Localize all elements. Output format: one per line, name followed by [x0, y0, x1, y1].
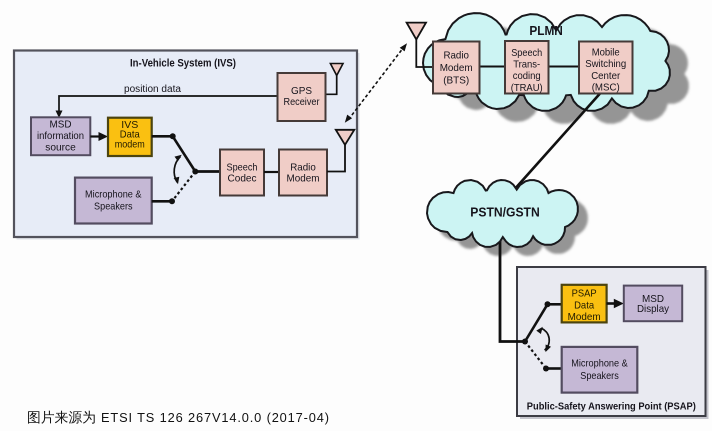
svg-text:PLMN: PLMN: [529, 23, 563, 38]
svg-text:Modem: Modem: [568, 312, 601, 323]
svg-text:Speech: Speech: [227, 163, 258, 174]
svg-text:Speakers: Speakers: [580, 370, 619, 382]
svg-text:Radio: Radio: [443, 50, 469, 61]
svg-text:Public-Safety Answering Point: Public-Safety Answering Point (PSAP): [527, 402, 696, 413]
svg-text:Data: Data: [120, 130, 140, 141]
svg-text:In-Vehicle System (IVS): In-Vehicle System (IVS): [130, 58, 236, 70]
svg-text:Microphone &: Microphone &: [85, 189, 142, 201]
svg-text:coding: coding: [513, 71, 541, 82]
svg-text:Switching: Switching: [585, 59, 626, 70]
svg-text:Radio: Radio: [290, 163, 316, 174]
svg-text:Receiver: Receiver: [284, 97, 320, 108]
svg-text:Speakers: Speakers: [94, 201, 133, 213]
svg-text:(MSC): (MSC): [592, 82, 620, 93]
svg-text:information: information: [37, 131, 84, 142]
svg-text:MSD: MSD: [50, 120, 72, 131]
svg-text:Codec: Codec: [228, 174, 257, 185]
svg-text:(BTS): (BTS): [443, 76, 469, 87]
svg-text:position data: position data: [124, 84, 181, 95]
svg-text:Mobile: Mobile: [592, 48, 620, 59]
svg-text:Microphone &: Microphone &: [571, 358, 628, 370]
svg-text:Speech: Speech: [511, 48, 542, 59]
svg-text:IVS: IVS: [121, 120, 138, 131]
svg-text:source: source: [45, 143, 76, 154]
svg-text:Modem: Modem: [287, 174, 320, 185]
svg-text:ETSI TS 126 267V14.0.0 (2017-0: ETSI TS 126 267V14.0.0 (2017-04): [101, 410, 329, 425]
svg-text:PSAP: PSAP: [572, 289, 597, 300]
svg-text:Display: Display: [637, 304, 670, 315]
svg-text:modem: modem: [115, 139, 145, 150]
svg-text:Data: Data: [574, 300, 594, 311]
svg-text:GPS: GPS: [291, 86, 312, 97]
svg-text:PSTN/GSTN: PSTN/GSTN: [470, 204, 540, 219]
svg-text:Modem: Modem: [440, 63, 473, 74]
svg-text:Trans-: Trans-: [513, 60, 540, 71]
svg-text:(TRAU): (TRAU): [511, 83, 543, 94]
svg-text:MSD: MSD: [642, 294, 664, 305]
svg-text:Center: Center: [591, 71, 621, 82]
